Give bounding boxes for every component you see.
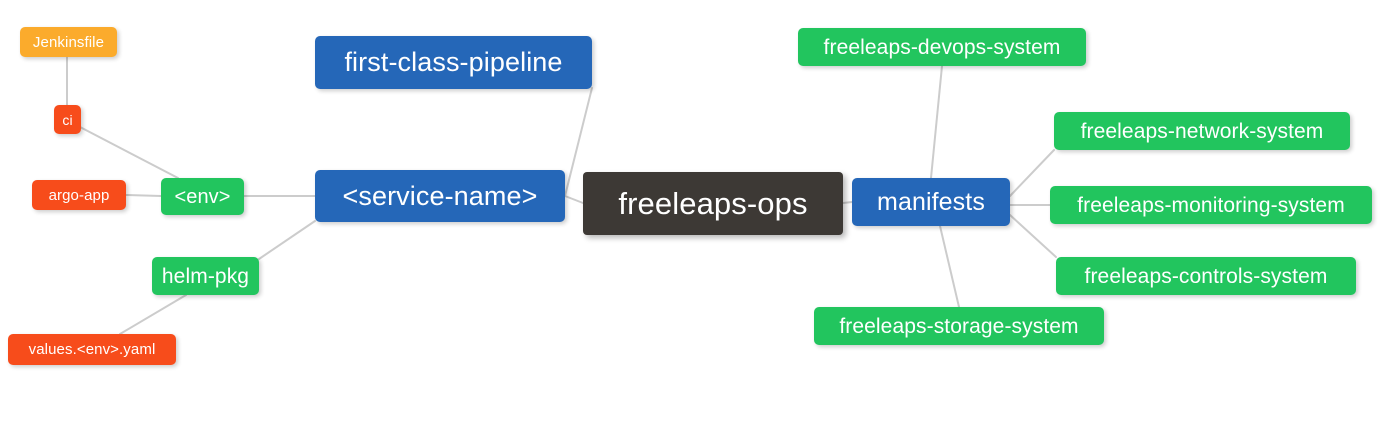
edge-root-to-manifests [842,201,853,204]
node-label-freeleaps-controls-system: freeleaps-controls-system [1084,264,1328,288]
node-freeleaps-storage-system[interactable]: freeleaps-storage-system [814,307,1104,345]
node-values-env-yaml[interactable]: values.<env>.yaml [8,334,176,365]
node-root[interactable]: freeleaps-ops [583,172,843,235]
node-service-name[interactable]: <service-name> [315,170,565,222]
node-label-freeleaps-storage-system: freeleaps-storage-system [839,314,1079,338]
node-label-freeleaps-devops-system: freeleaps-devops-system [823,35,1061,59]
node-label-service-name: <service-name> [342,180,538,211]
node-ci[interactable]: ci [54,105,81,134]
edge-manifests-to-freeleaps-network-system [1009,149,1055,197]
edge-manifests-to-freeleaps-controls-system [1009,214,1057,258]
node-label-argo-app: argo-app [48,186,110,204]
node-manifests[interactable]: manifests [852,178,1010,226]
node-freeleaps-controls-system[interactable]: freeleaps-controls-system [1056,257,1356,295]
node-label-first-class-pipeline: first-class-pipeline [344,47,563,77]
node-label-manifests: manifests [877,187,985,216]
edge-root-to-service-name [564,195,584,204]
node-helm-pkg[interactable]: helm-pkg [152,257,259,295]
edge-helm-pkg-to-values-env-yaml [119,294,187,335]
node-label-ci: ci [62,111,73,128]
node-label-freeleaps-network-system: freeleaps-network-system [1080,119,1324,143]
node-env[interactable]: <env> [161,178,244,215]
node-argo-app[interactable]: argo-app [32,180,126,210]
node-label-root: freeleaps-ops [618,186,808,221]
node-label-freeleaps-monitoring-system: freeleaps-monitoring-system [1077,193,1345,217]
node-freeleaps-network-system[interactable]: freeleaps-network-system [1054,112,1350,150]
node-jenkinsfile[interactable]: Jenkinsfile [20,27,117,57]
node-first-class-pipeline[interactable]: first-class-pipeline [315,36,592,89]
edge-manifests-to-freeleaps-storage-system [939,225,960,308]
node-freeleaps-monitoring-system[interactable]: freeleaps-monitoring-system [1050,186,1372,224]
node-label-helm-pkg: helm-pkg [161,264,250,288]
node-label-values-env-yaml: values.<env>.yaml [28,341,156,358]
node-freeleaps-devops-system[interactable]: freeleaps-devops-system [798,28,1086,66]
edge-env-to-argo-app [125,194,162,197]
node-label-env: <env> [174,185,231,208]
edge-service-name-to-helm-pkg [258,220,316,260]
edge-env-to-ci [79,126,179,179]
edge-manifests-to-freeleaps-devops-system [930,65,943,179]
node-label-jenkinsfile: Jenkinsfile [32,33,105,51]
